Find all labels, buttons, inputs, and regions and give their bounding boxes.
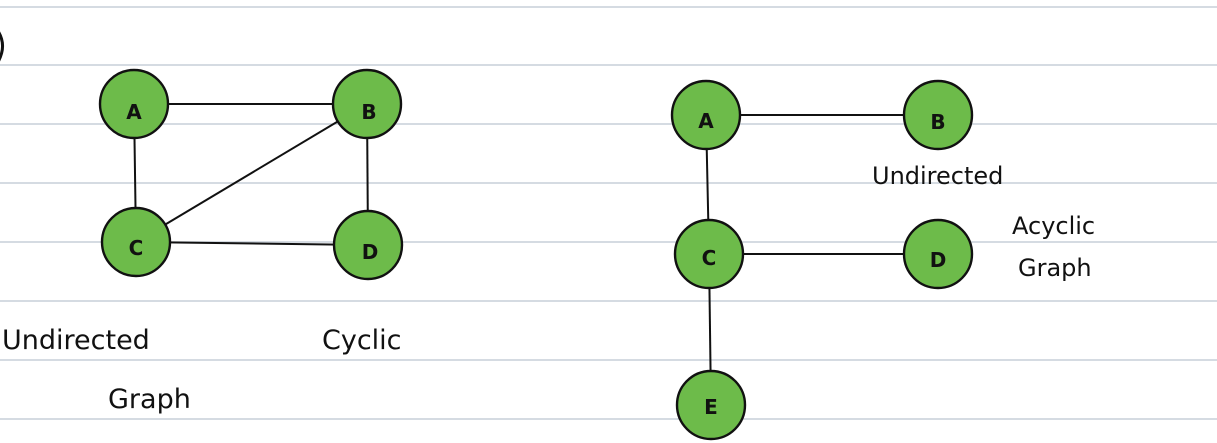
node-d: D [902,218,974,290]
caption-graph: Graph [108,384,191,415]
node-a-label: A [126,100,142,124]
cyclic-graph-edges [133,103,369,246]
node-c-circle [100,206,172,278]
node-d-label: D [362,240,379,264]
node-b: B [902,79,974,151]
caption-undirected: Undirected [2,325,150,356]
caption-undirected: Undirected [872,162,1003,190]
node-a-circle [670,79,742,151]
caption-cyclic: Cyclic [322,325,402,356]
node-e: E [675,369,747,441]
node-e-label: E [704,395,718,419]
node-a-circle [98,68,170,140]
node-b-label: B [361,100,376,124]
cyclic-graph-caption: Undirected Cyclic Graph [2,325,402,415]
acyclic-graph-caption: Undirected Acyclic Graph [872,162,1095,282]
partial-bracket-mark [0,31,4,62]
node-c-circle [673,218,745,290]
node-e-circle [675,369,747,441]
node-c-label: C [129,236,144,260]
node-d: D [332,209,404,281]
node-b: B [331,68,403,140]
node-d-label: D [930,248,947,272]
node-a: A [98,68,170,140]
node-c: C [100,206,172,278]
node-d-circle [332,209,404,281]
node-b-label: B [930,110,945,134]
edge-c-d [135,241,369,246]
node-b-circle [902,79,974,151]
caption-acyclic: Acyclic [1012,212,1095,240]
caption-graph: Graph [1018,254,1092,282]
node-d-circle [902,218,974,290]
node-b-circle [331,68,403,140]
cyclic-graph: A B C D Undirected Cyclic Graph [2,68,404,415]
node-c-label: C [702,246,717,270]
edge-b-c [135,103,368,243]
node-c: C [673,218,745,290]
node-a-label: A [698,109,714,133]
node-a: A [670,79,742,151]
acyclic-graph: A B C D E Undirected Acyclic Graph [670,79,1095,441]
